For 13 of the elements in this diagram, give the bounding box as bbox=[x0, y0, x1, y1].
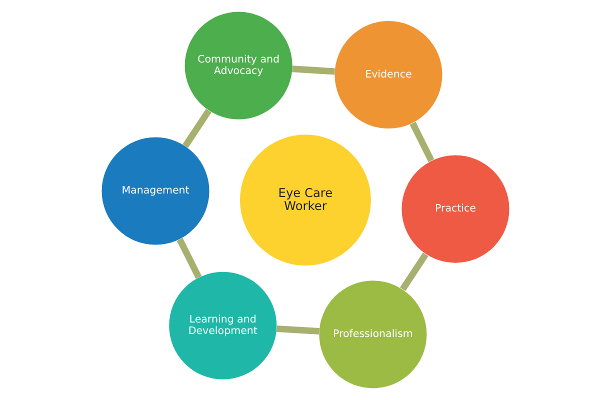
connector bbox=[182, 108, 211, 148]
connector bbox=[399, 252, 428, 292]
connector bbox=[276, 326, 319, 335]
connector bbox=[176, 238, 202, 279]
node-circle: Evidence bbox=[334, 21, 442, 129]
node-circle: Practice bbox=[401, 155, 509, 263]
node-circle: Management bbox=[101, 137, 209, 245]
connector bbox=[292, 66, 334, 75]
node-circle: Learning and Development bbox=[168, 272, 276, 380]
connector bbox=[409, 122, 434, 162]
node-circle: Eye Care Worker bbox=[240, 134, 370, 266]
node-circle: Community and Advocacy bbox=[184, 12, 292, 120]
node-circle: Professionalism bbox=[318, 280, 426, 388]
